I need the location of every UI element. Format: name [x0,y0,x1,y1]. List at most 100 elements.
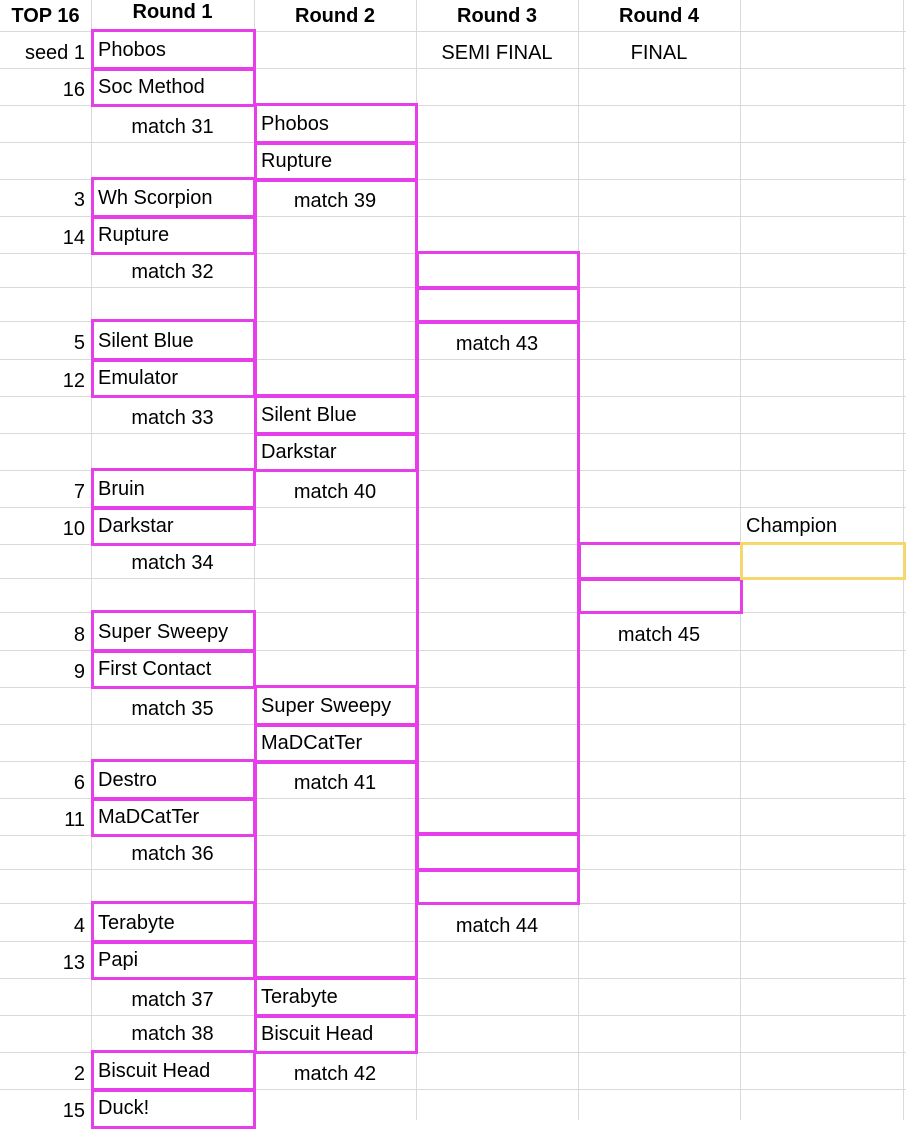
grid-line [0,724,906,725]
seed-number: 16 [62,79,85,101]
round2-team: Terabyte [261,986,338,1008]
round1-team: Destro [98,769,157,791]
round1-team: Duck! [98,1097,150,1119]
seed-number: 15 [62,1100,85,1122]
match-label: match 33 [131,407,214,429]
seed-label: seed 1 [24,42,85,64]
match-label: match 42 [293,1063,377,1085]
round3-slot-box [416,833,580,871]
match-label: match 35 [131,698,214,720]
header-round4: Round 4 [619,5,699,27]
grid-line [0,544,906,545]
round1-team: Papi [98,949,139,971]
grid-line [0,941,906,942]
grid-line [0,31,906,32]
round1-team: Biscuit Head [98,1060,211,1082]
seed-number: 14 [62,227,85,249]
round2-team: Rupture [261,150,333,172]
champion-label: Champion [746,515,838,537]
seed-number: 2 [73,1063,85,1085]
match-label: match 44 [455,915,539,937]
grid-line [0,612,906,613]
round1-team: Terabyte [98,912,175,934]
seed-number: 10 [62,518,85,540]
match-label: match 41 [293,772,377,794]
round2-slot-box [254,1015,418,1054]
semi-final-label: SEMI FINAL [441,42,553,64]
match-label: match 32 [131,261,214,283]
round1-team: Super Sweepy [98,621,229,643]
round3-bracket-line [416,321,580,835]
round1-team: First Contact [98,658,212,680]
match-label: match 45 [617,624,701,646]
round2-team: Phobos [261,113,329,135]
grid-line [0,761,906,762]
round4-slot-box [578,542,743,580]
round1-team: Rupture [98,224,170,246]
match-label: match 36 [131,843,214,865]
round2-team: Super Sweepy [261,695,392,717]
seed-number: 13 [62,952,85,974]
grid-line [0,359,906,360]
grid-line [0,650,906,651]
grid-line [0,578,906,579]
grid-line [0,216,906,217]
match-label: match 37 [131,989,214,1011]
seed-number: 8 [73,624,85,646]
header-round3: Round 3 [457,5,537,27]
round2-team: Darkstar [261,441,337,463]
seed-number: 7 [73,481,85,503]
seed-number: 9 [73,661,85,683]
grid-line [0,396,906,397]
grid-line [0,470,906,471]
grid-line [0,433,906,434]
grid-line [0,798,906,799]
grid-line [0,142,906,143]
round1-slot-box [91,650,256,689]
grid-line [0,1089,906,1090]
round1-slot-box [91,507,256,546]
seed-number: 5 [73,332,85,354]
round1-team: Wh Scorpion [98,187,213,209]
round1-team: Emulator [98,367,179,389]
grid-line [0,687,906,688]
match-label: match 31 [131,116,214,138]
seed-number: 6 [73,772,85,794]
round1-team: Silent Blue [98,330,194,352]
round1-team: Soc Method [98,76,205,98]
final-label: FINAL [630,42,688,64]
seed-number: 12 [62,370,85,392]
round1-team: MaDCatTer [98,806,200,828]
round2-team: Biscuit Head [261,1023,374,1045]
match-label: match 34 [131,552,214,574]
seed-number: 3 [73,189,85,211]
grid-line [0,105,906,106]
grid-line [0,1015,906,1016]
header-top16: TOP 16 [11,5,80,27]
match-label: match 39 [293,190,377,212]
seed-number: 11 [64,809,85,831]
grid-line [254,0,255,1120]
round2-team: MaDCatTer [261,732,363,754]
round1-team: Darkstar [98,515,174,537]
header-round1: Round 1 [132,1,213,23]
grid-line [0,978,906,979]
round1-team: Phobos [98,39,166,61]
round3-slot-box [416,251,580,289]
round3-slot-box [416,869,580,905]
grid-line [0,68,906,69]
seed-number: 4 [73,915,85,937]
round3-slot-box [416,287,580,323]
champion-slot-box [740,542,906,580]
grid-line [0,507,906,508]
match-label: match 40 [293,481,377,503]
round2-team: Silent Blue [261,404,357,426]
round1-team: Bruin [98,478,145,500]
match-label: match 38 [131,1023,214,1045]
match-label: match 43 [455,333,539,355]
grid-line [0,1052,906,1053]
round1-slot-box [91,68,256,107]
grid-line [0,179,906,180]
round4-slot-box [578,578,743,614]
